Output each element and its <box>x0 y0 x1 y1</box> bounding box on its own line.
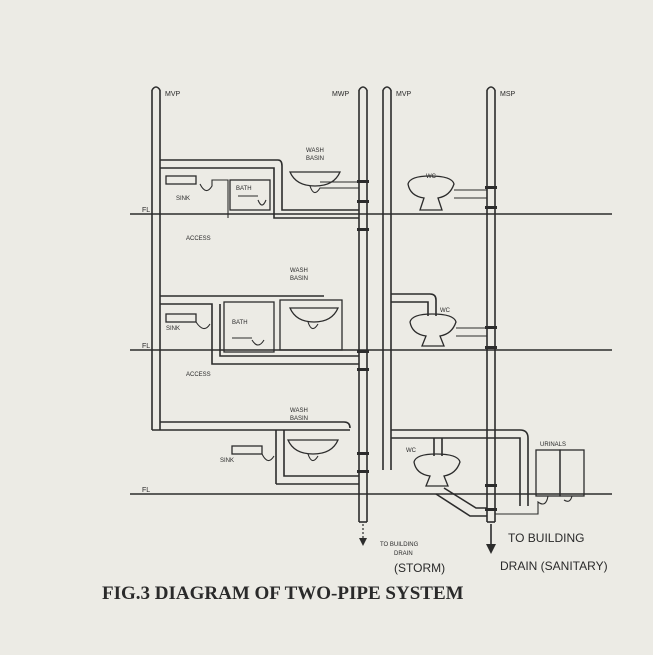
label-access-middle: ACCESS <box>186 372 211 378</box>
lower-sink <box>231 445 275 462</box>
label-urinals: URINALS <box>540 442 566 448</box>
stack-joints <box>357 180 497 511</box>
label-wc-middle: WC <box>440 308 451 314</box>
lower-floor-vent-branch <box>152 421 359 485</box>
upper-wc <box>407 175 487 211</box>
label-stack-mwp: MWP <box>332 91 349 98</box>
label-wc-lower: WC <box>406 448 417 454</box>
label-wash-middle-1: WASH <box>290 268 308 274</box>
label-wash-middle-2: BASIN <box>290 276 308 282</box>
middle-sink <box>165 313 211 330</box>
lower-wc <box>391 429 529 517</box>
label-storm-1: TO BUILDING <box>380 542 419 548</box>
storm-drain-arrow <box>359 524 367 546</box>
main-vent-pipe-right <box>382 86 392 470</box>
upper-floor-vent-branch <box>160 159 359 219</box>
label-wash-lower-2: BASIN <box>290 416 308 422</box>
middle-floor-vent-branch <box>160 295 359 365</box>
label-wash-upper-2: BASIN <box>306 156 324 162</box>
label-sink-middle: SINK <box>166 326 180 332</box>
label-bath-upper: BATH <box>236 186 252 192</box>
label-stack-msp: MSP <box>500 91 516 98</box>
label-storm-2: DRAIN <box>394 551 413 557</box>
label-floor-bottom: FL <box>142 487 150 494</box>
label-wc-upper: WC <box>426 174 437 180</box>
label-bath-middle: BATH <box>232 320 248 326</box>
label-access-upper: ACCESS <box>186 236 211 242</box>
label-stack-mvp-left: MVP <box>165 91 181 98</box>
label-sink-lower: SINK <box>220 458 234 464</box>
label-wash-lower-1: WASH <box>290 408 308 414</box>
label-sanitary-2: DRAIN (SANITARY) <box>500 559 608 573</box>
main-vent-pipe-left <box>151 86 161 430</box>
label-sanitary-1: TO BUILDING <box>508 531 584 545</box>
middle-wc <box>391 293 487 347</box>
upper-bath <box>229 179 271 211</box>
label-wash-upper-1: WASH <box>306 148 324 154</box>
label-floor-top: FL <box>142 207 150 214</box>
middle-wash-basin <box>279 299 343 351</box>
label-sink-upper: SINK <box>176 196 190 202</box>
lower-wash-basin <box>287 439 339 462</box>
upper-sink <box>165 175 229 218</box>
label-storm-3: (STORM) <box>394 561 445 575</box>
label-floor-middle: FL <box>142 343 150 350</box>
sanitary-drain-arrow <box>486 524 496 554</box>
upper-wash-basin <box>289 171 359 194</box>
urinals <box>495 449 585 515</box>
label-stack-mvp-right: MVP <box>396 91 412 98</box>
main-soil-pipe <box>486 86 496 523</box>
main-waste-pipe <box>358 86 368 523</box>
figure-caption: FIG.3 DIAGRAM OF TWO-PIPE SYSTEM <box>102 583 464 604</box>
middle-bath <box>223 301 275 353</box>
